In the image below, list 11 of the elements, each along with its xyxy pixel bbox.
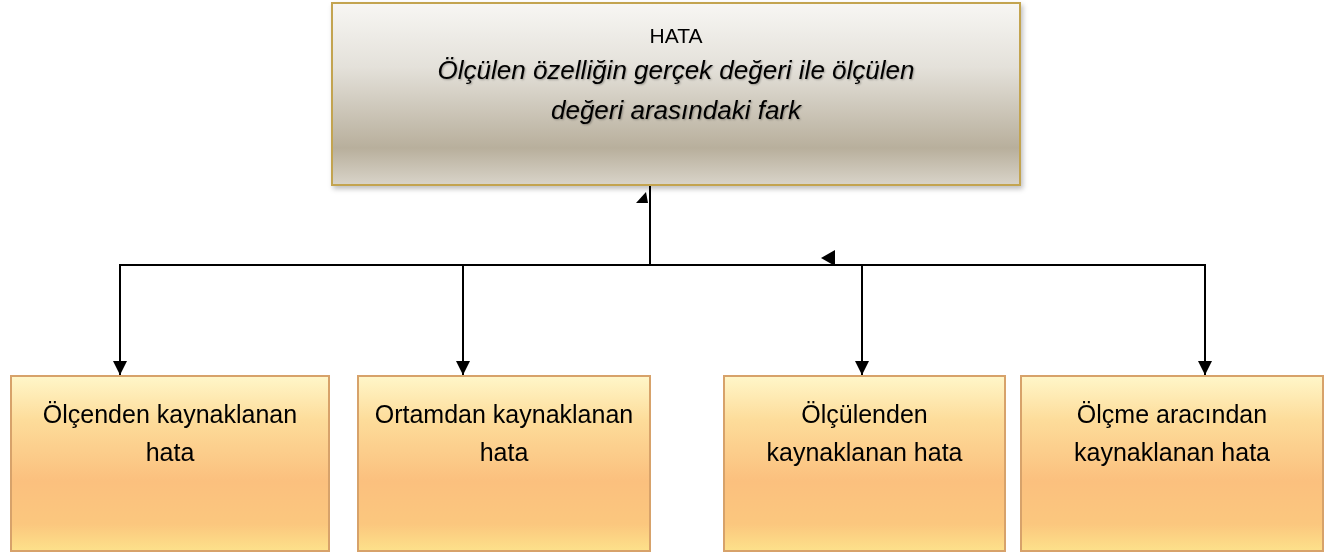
title-box	[331, 2, 1021, 186]
box-label: Ortamdan kaynaklanan hata	[373, 399, 635, 468]
category-box	[357, 375, 651, 552]
box-heading: HATA	[649, 23, 703, 49]
box-label: Ölçme aracından kaynaklanan hata	[1073, 399, 1271, 468]
category-box	[1020, 375, 1324, 552]
box-definition: Ölçülen özelliğin gerçek değeri ile ölçülen değeri arasındaki fark	[436, 54, 916, 127]
category-box	[10, 375, 330, 552]
category-box	[723, 375, 1006, 552]
box-label: Ölçülenden kaynaklanan hata	[765, 399, 964, 468]
box-label: Ölçenden kaynaklanan hata	[41, 399, 299, 468]
